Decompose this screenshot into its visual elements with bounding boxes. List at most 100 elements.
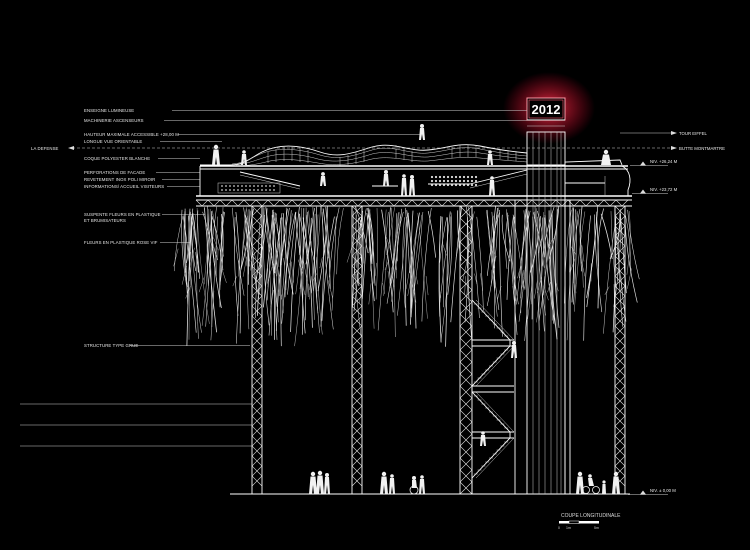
staircase <box>471 299 515 494</box>
flower-strand <box>247 210 251 330</box>
person-figure <box>480 431 486 446</box>
flower-strand <box>336 207 344 275</box>
flower-strand <box>255 208 268 280</box>
flower-strand <box>580 256 586 277</box>
flower-strand <box>275 208 288 331</box>
flower-strand <box>246 209 260 299</box>
flower-strand <box>277 250 280 267</box>
level-label: NIV. +23,72 M <box>650 187 678 192</box>
person-figure <box>389 474 395 494</box>
lattice-column <box>614 205 626 494</box>
reference-lines <box>20 403 252 447</box>
flower-strand <box>303 259 308 281</box>
flower-strand <box>406 210 417 329</box>
flower-strand <box>397 211 404 262</box>
flower-strand <box>396 212 400 279</box>
visitor-figures <box>212 124 620 495</box>
flower-strand <box>512 216 516 301</box>
flower-strand <box>405 207 411 273</box>
flower-strand <box>586 211 598 298</box>
flower-strand <box>464 276 466 295</box>
annotation-label: COQUE POLYESTER BLANCHE <box>84 156 150 161</box>
flower-strand <box>566 212 577 341</box>
flower-strand <box>571 246 577 255</box>
flower-strand <box>321 205 334 330</box>
flower-strand <box>366 212 373 264</box>
flower-strand <box>219 212 225 308</box>
lattice-column <box>251 205 263 494</box>
flower-strand <box>295 207 302 295</box>
flower-strand <box>581 245 585 262</box>
flower-strand <box>262 207 270 326</box>
flower-strand <box>383 207 395 296</box>
flower-strand <box>468 206 480 319</box>
flower-strand <box>278 207 290 292</box>
arrow-right-icon <box>671 131 677 135</box>
flower-strand <box>368 243 370 254</box>
flower-strand <box>537 210 545 258</box>
flower-strand <box>234 217 239 316</box>
flower-strand <box>188 215 196 340</box>
flower-strand <box>384 260 389 270</box>
flower-strand <box>191 212 196 271</box>
flower-strand <box>597 208 604 267</box>
annotation-label: REVETEMENT INOX POLI MIROIR <box>84 177 155 182</box>
annotation-label: HAUTEUR MAXIMALE ACCESSIBLE +28,00 M <box>84 132 179 137</box>
flower-strand <box>244 245 248 267</box>
flower-strand <box>281 294 284 314</box>
flower-strand <box>184 208 189 305</box>
flower-strand <box>321 216 335 321</box>
level-lines <box>628 161 668 495</box>
flower-strand <box>604 286 610 296</box>
flower-strand <box>417 212 428 319</box>
flower-strand <box>541 206 555 267</box>
flower-strand <box>493 207 499 288</box>
flower-strand <box>517 266 521 279</box>
flower-strand <box>407 274 412 296</box>
annotation-label: STRUCTURE TYPE GRUE <box>84 343 138 348</box>
person-figure <box>309 471 317 494</box>
flower-strand <box>530 216 541 273</box>
flower-strand <box>537 275 542 293</box>
flower-strand <box>241 207 247 265</box>
flower-strand <box>570 258 576 272</box>
flower-strand <box>519 210 531 279</box>
butte-montmartre-label: BUTTE MONTMARTRE <box>679 146 725 151</box>
flower-strand <box>541 217 545 332</box>
flower-strand <box>369 215 374 262</box>
level-label: NIV. ± 0,00 M <box>650 488 676 493</box>
flower-strand <box>411 212 420 309</box>
person-figure <box>380 471 388 494</box>
flower-strand <box>524 211 536 341</box>
flower-strand <box>232 207 245 296</box>
level-label: NIV. +26,24 M <box>650 159 678 164</box>
flower-strand <box>267 266 273 284</box>
flower-strand <box>290 207 300 333</box>
flower-strand <box>538 209 552 321</box>
flower-strand <box>287 211 297 295</box>
flower-strand <box>520 205 528 313</box>
flower-strand <box>246 247 251 262</box>
flower-strand <box>212 290 215 310</box>
flower-strand <box>527 208 537 320</box>
flower-strand <box>548 210 558 340</box>
flower-strand <box>308 283 310 300</box>
annotation-label: SUSPENTE FLEURS EN PLASTIQUE <box>84 212 161 217</box>
flower-strand <box>600 213 613 259</box>
person-figure <box>612 471 620 494</box>
flower-strand <box>624 216 638 303</box>
flower-strand <box>367 215 375 329</box>
scale-bar: COUPE LONGITUDINALE 0 1m 5m <box>558 513 621 530</box>
flower-strand <box>311 206 318 294</box>
flower-strand <box>493 255 497 266</box>
annotation-label: ENSEIGNE LUMINEUSE <box>84 108 134 113</box>
annotation-labels: ENSEIGNE LUMINEUSE MACHINERIE ASCENSEURS… <box>31 108 179 348</box>
flower-strand <box>354 206 369 254</box>
flower-strand <box>369 212 375 284</box>
person-figure <box>409 175 415 196</box>
pavilion <box>195 144 632 207</box>
flower-strand <box>425 276 429 296</box>
arrow-right-icon <box>671 146 677 150</box>
flower-strand <box>240 209 250 270</box>
flower-strand <box>273 211 278 340</box>
